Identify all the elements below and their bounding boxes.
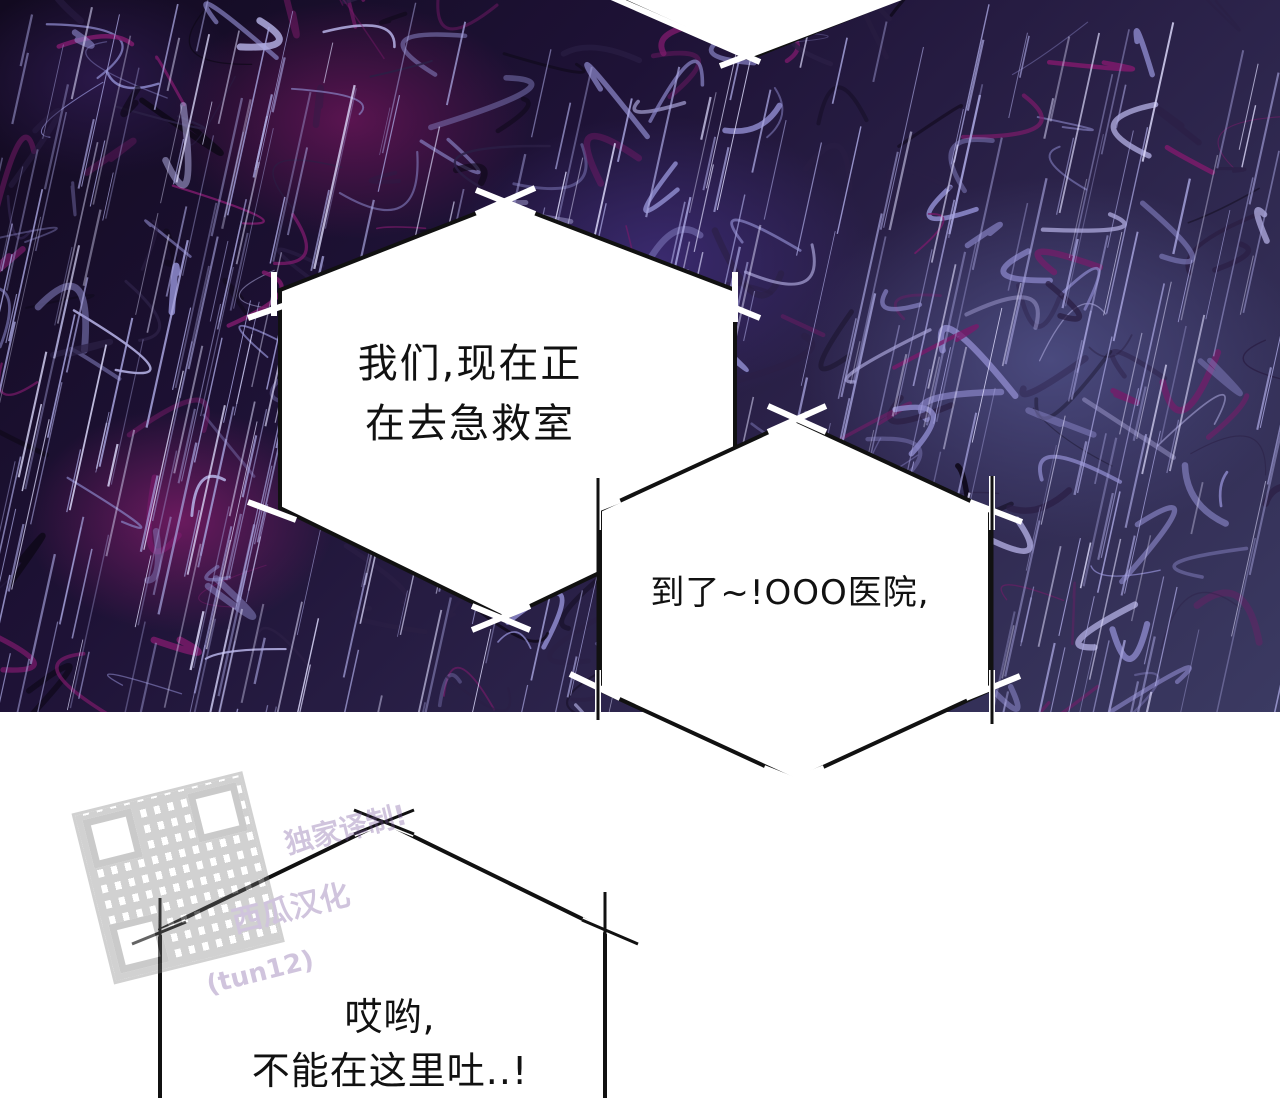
dialogue-text-3: 哎哟, 不能在这里吐..! [251, 995, 529, 1093]
watermark-line-1: 独家译制! [281, 798, 411, 861]
dialogue-text-2: 到了~!OOO医院, [650, 573, 930, 613]
dialogue-text-1: 我们,现在正 在去急救室 [357, 341, 583, 447]
qr-code-icon [71, 771, 285, 985]
watermark-line-2: 西瓜汉化 [228, 877, 354, 941]
